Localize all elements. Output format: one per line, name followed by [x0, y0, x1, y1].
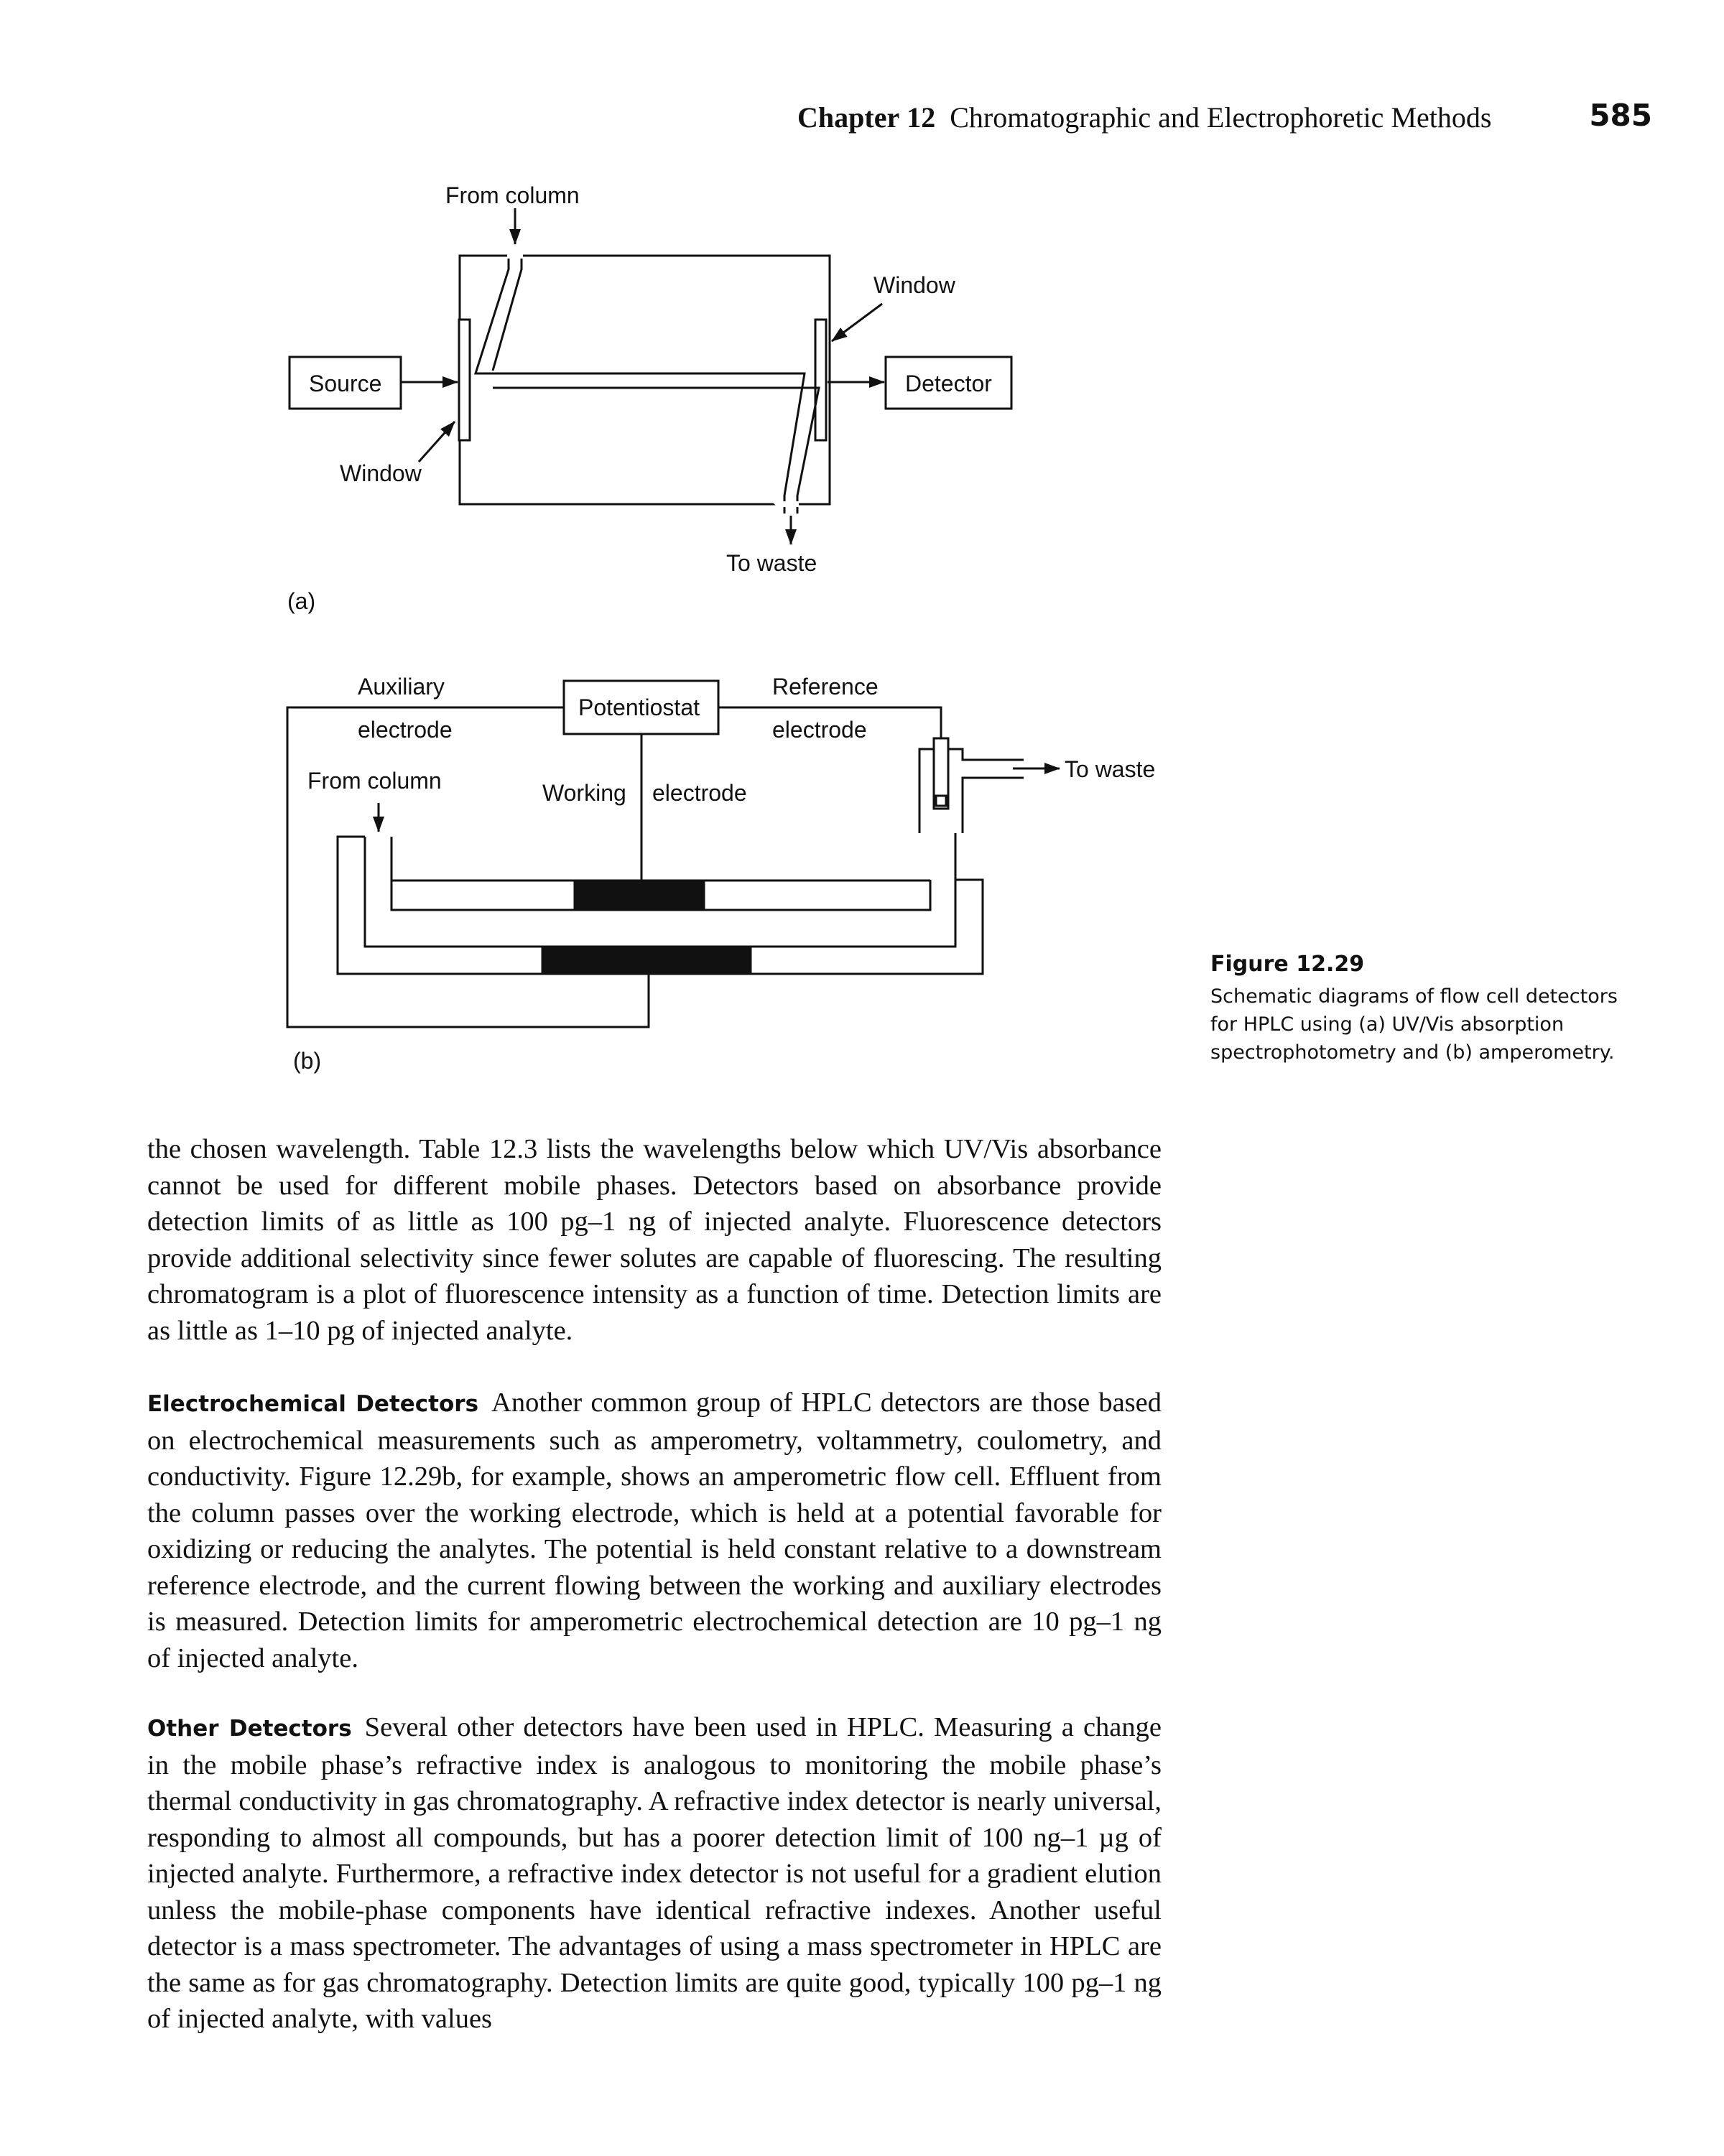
working-electrode	[573, 879, 705, 911]
panel-label-b: (b)	[293, 1048, 321, 1074]
chapter-heading: Chapter 12 Chromatographic and Electroph…	[797, 101, 1492, 134]
reference-electrode	[932, 737, 950, 810]
label-electrode-right: electrode	[772, 717, 867, 743]
label-source: Source	[309, 371, 381, 396]
label-detector: Detector	[905, 371, 992, 396]
label-reference: Reference	[772, 674, 879, 700]
label-to-waste-a: To waste	[726, 550, 817, 576]
page-number: 585	[1589, 98, 1652, 133]
label-to-waste-b: To waste	[1065, 756, 1155, 782]
label-from-column-b: From column	[307, 768, 442, 794]
label-auxiliary: Auxiliary	[358, 674, 445, 700]
paragraph-1: the chosen wavelength. Table 12.3 lists …	[147, 1134, 1162, 1346]
paragraph-3-text: Several other detectors have been used i…	[147, 1712, 1162, 2034]
panel-b	[286, 679, 1060, 1028]
section-heading-other: Other Detectors	[147, 1716, 352, 1742]
panel-label-a: (a)	[287, 588, 315, 614]
running-header: Chapter 12 Chromatographic and Electroph…	[797, 98, 1652, 144]
caption-label: Figure 12.29	[1210, 952, 1365, 977]
figure-12-29: From column Window Source Detector Windo…	[286, 182, 1155, 1074]
label-potentiostat: Potentiostat	[578, 694, 700, 720]
section-heading-electrochemical: Electrochemical Detectors	[147, 1391, 479, 1417]
left-window	[458, 318, 471, 442]
paragraph-2-text: Another common group of HPLC detectors a…	[147, 1388, 1162, 1673]
panel-a	[288, 208, 1013, 545]
reference-electrode-housing	[918, 748, 984, 833]
detector-box	[884, 356, 1013, 410]
inlet-tube	[473, 256, 806, 514]
label-from-column-a: From column	[445, 182, 580, 208]
right-window	[814, 318, 828, 442]
auxiliary-electrode	[541, 945, 752, 975]
label-window-bottom: Window	[340, 460, 422, 486]
label-working: Working	[542, 780, 626, 806]
label-window-top: Window	[873, 272, 956, 298]
window-top-pointer	[831, 302, 883, 343]
reference-wire	[718, 706, 942, 741]
auxiliary-wire	[286, 706, 650, 1028]
label-electrode-working: electrode	[652, 780, 747, 806]
label-electrode-left: electrode	[358, 717, 453, 743]
figure-caption: Figure 12.29 Schematic diagrams of flow …	[1210, 952, 1641, 1067]
caption-text: Schematic diagrams of flow cell detector…	[1210, 985, 1618, 1064]
window-bottom-pointer	[417, 421, 456, 463]
